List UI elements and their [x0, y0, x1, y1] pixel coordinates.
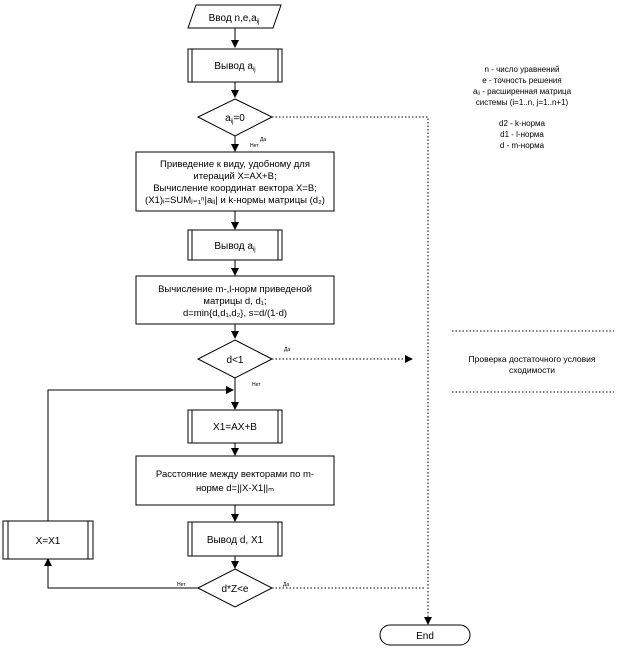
output-d-x1-box [187, 521, 283, 557]
norms-line1: Вычисление m-,l-норм приведеной [158, 284, 312, 295]
cond3-no: Нет [177, 582, 186, 588]
reduce-line1: Приведение к виду, удобному для [160, 159, 310, 170]
convergence-note: Проверка достаточного условия сходимости [469, 354, 596, 375]
decision-aij-zero [196, 98, 274, 137]
norms-line3: d=min{d,d₁,d₂}, s=d/(1-d) [183, 308, 287, 319]
dotted-connectors [272, 116, 614, 625]
output-ij-box-2 [187, 229, 283, 261]
legend-line3: aᵢⱼ - расширенная матрица [473, 87, 572, 96]
distance-process-box [135, 455, 335, 506]
decision-dz-less-e [196, 568, 274, 608]
legend-line7: d - m-норма [500, 141, 545, 150]
cond2-no: Нет [252, 382, 261, 388]
iterate-label: X1=AX+B [213, 422, 257, 433]
reduce-line2: итераций X=AX+B; [193, 171, 276, 182]
end-label: End [416, 631, 434, 642]
legend-line4: системы (i=1..n, j=1..n+1) [476, 98, 569, 107]
assign-label: X=X1 [36, 536, 61, 547]
input-label: Ввод n,e,aij [209, 13, 260, 25]
distance-line2: норме d=||X-X1||ₘ [196, 483, 274, 494]
legend-line6: d1 - l-норма [500, 130, 544, 139]
note-line2: сходимости [509, 365, 555, 375]
output1-label: Вывод aij [214, 61, 255, 73]
norms-line2: матрицы d, d₁; [203, 296, 266, 307]
iterate-box [187, 409, 283, 444]
assign-box [2, 520, 94, 560]
note-line1: Проверка достаточного условия [469, 354, 596, 364]
norms-process-box [135, 275, 335, 325]
decision-d-less-1 [196, 339, 274, 379]
legend-line2: e - точность решения [482, 76, 561, 85]
reduce-process-box [135, 151, 335, 212]
output3-label: Вывод d, X1 [207, 535, 264, 546]
input-parallelogram [187, 4, 282, 29]
reduce-line4: (X1)ᵢ=SUMⱼ₌₁ⁿ|aᵢⱼ| и k-нормы матрицы (d₂… [145, 195, 325, 206]
cond2-yes: Да [284, 347, 290, 353]
cond2-label: d<1 [227, 355, 244, 366]
legend-line1: n - число уравнений [485, 65, 560, 74]
cond3-yes: Да [283, 582, 289, 588]
end-terminator [379, 624, 471, 646]
output2-label: Вывод aij [214, 241, 255, 253]
cond3-label: d*Z<e [222, 584, 249, 595]
distance-line1: Расстояние между векторами по m- [156, 469, 314, 480]
legend: n - число уравнений e - точность решения… [473, 65, 572, 150]
cond1-label: aij=0 [225, 113, 245, 125]
legend-line5: d2 - k-норма [499, 119, 545, 128]
cond1-yes: Да [260, 137, 266, 143]
reduce-line3: Вычисление координат вектора X=B; [153, 183, 317, 194]
cond1-no: Нет [250, 143, 259, 149]
output-ij-box-1 [187, 48, 283, 83]
connectors [44, 28, 239, 589]
